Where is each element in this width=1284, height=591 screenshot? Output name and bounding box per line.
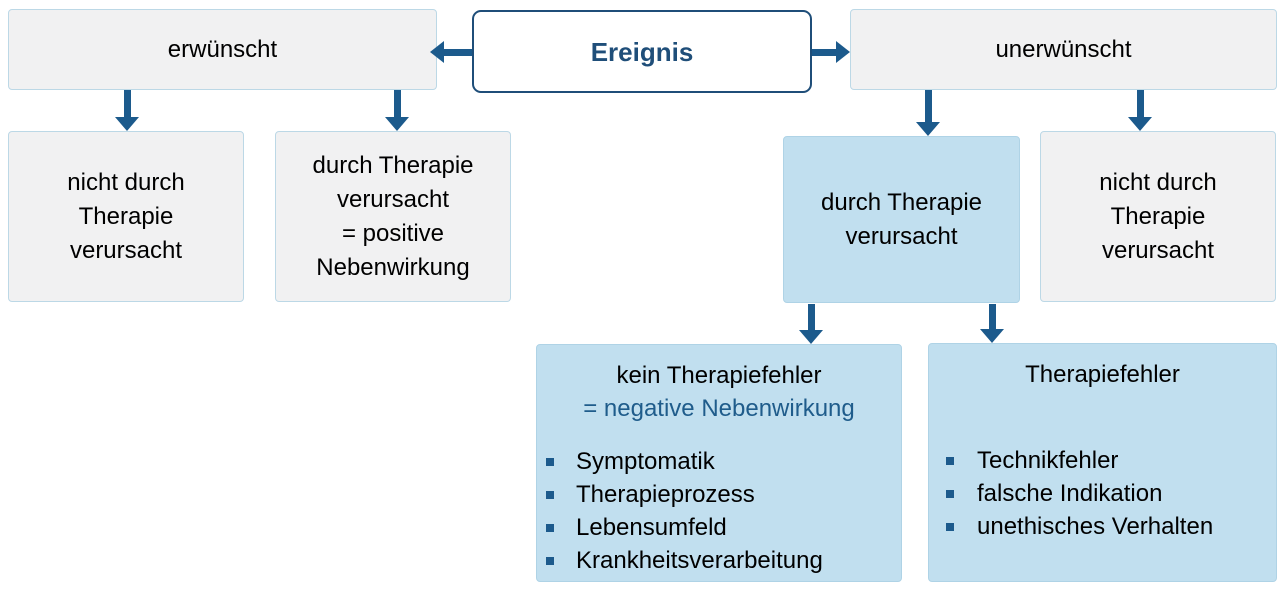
- node-kein-therapiefehler: kein Therapiefehler = negative Nebenwirk…: [536, 344, 902, 582]
- node-label: durch Therapie verursacht = positive Neb…: [312, 151, 474, 281]
- right-arrow: [812, 41, 850, 63]
- node-therapiefehler-title: Therapiefehler: [929, 344, 1276, 436]
- down-arrow: [115, 90, 139, 131]
- bullet-item: unethisches Verhalten: [946, 510, 1276, 543]
- node-label: nicht durch Therapie verursacht: [1099, 168, 1217, 264]
- node-unerwuenscht: unerwünscht: [850, 9, 1277, 90]
- node-durch-therapie-verursacht: durch Therapie verursacht: [783, 136, 1020, 303]
- title-line: kein Therapiefehler: [616, 362, 822, 389]
- node-unerwuenscht-label: unerwünscht: [995, 35, 1132, 63]
- node-erwuenscht: erwünscht: [8, 9, 437, 90]
- down-arrow: [799, 304, 823, 344]
- bullet-item: Technikfehler: [946, 444, 1276, 477]
- right-arrow-head: [836, 41, 850, 63]
- node-label: nicht durch Therapie verursacht: [67, 168, 185, 264]
- left-arrow-head: [430, 41, 444, 63]
- node-ereignis: Ereignis: [472, 10, 812, 93]
- title-line: Therapiefehler: [1025, 361, 1180, 388]
- down-arrow: [1128, 90, 1152, 131]
- bullet-item: falsche Indikation: [946, 477, 1276, 510]
- node-kein-therapiefehler-title: kein Therapiefehler = negative Nebenwirk…: [537, 345, 901, 437]
- left-arrow: [430, 41, 472, 63]
- down-arrow: [385, 90, 409, 131]
- title-line-highlight: = negative Nebenwirkung: [583, 395, 855, 422]
- bullet-item: Therapieprozess: [546, 478, 901, 511]
- node-erwuenscht-label: erwünscht: [167, 35, 278, 63]
- node-ereignis-label: Ereignis: [590, 36, 694, 67]
- bullet-item: Lebensumfeld: [546, 511, 901, 544]
- node-nicht-durch-therapie-left: nicht durch Therapie verursacht: [8, 131, 244, 302]
- right-arrow-shaft: [812, 48, 836, 56]
- node-label: durch Therapie verursacht: [821, 188, 982, 250]
- down-arrow: [980, 304, 1004, 343]
- left-arrow-shaft: [444, 48, 472, 56]
- node-nicht-durch-therapie-right: nicht durch Therapie verursacht: [1040, 131, 1276, 302]
- bullet-item: Krankheitsverarbeitung: [546, 544, 901, 577]
- bullet-item: Symptomatik: [546, 445, 901, 478]
- down-arrow: [916, 90, 940, 136]
- node-durch-therapie-positive: durch Therapie verursacht = positive Neb…: [275, 131, 511, 302]
